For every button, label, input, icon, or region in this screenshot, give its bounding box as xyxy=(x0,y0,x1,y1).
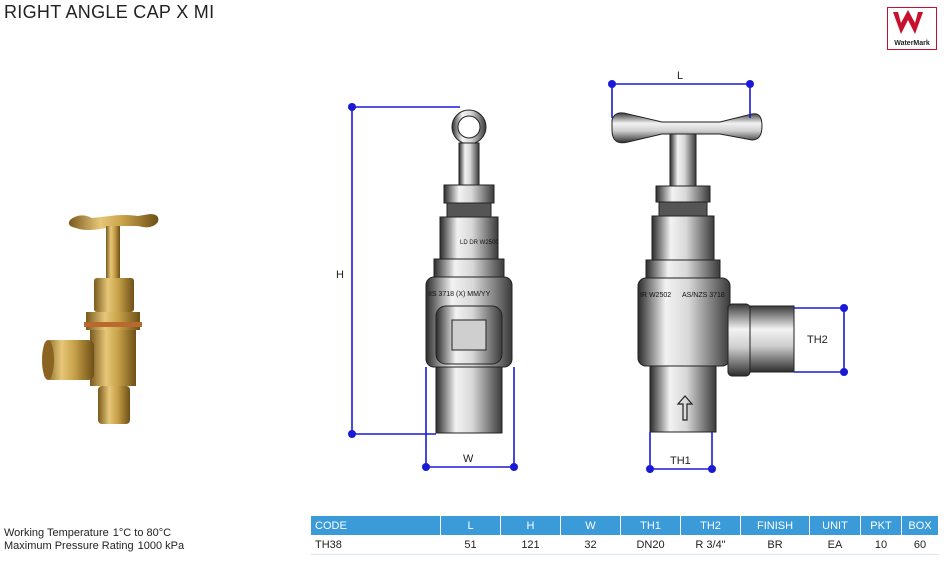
side-view-drawing: LD DR W2500 IIS 3718 (X) MM/YY xyxy=(425,109,513,434)
col-unit: UNIT xyxy=(809,516,861,535)
spec-label: Maximum Pressure Rating xyxy=(4,540,134,552)
col-th1: TH1 xyxy=(620,516,681,535)
table-row: TH38 51 121 32 DN20 R 3/4" BR EA 10 60 xyxy=(311,535,939,555)
watermark-w-icon xyxy=(893,10,923,34)
col-h: H xyxy=(500,516,561,535)
side-top-marking: LD DR W2500 xyxy=(460,240,499,246)
watermark-logo: WaterMark xyxy=(887,7,937,50)
front-view-drawing: IR W2502 AS/NZS 3718 xyxy=(611,112,795,433)
front-band-marking-2: AS/NZS 3718 xyxy=(682,292,725,299)
col-th2: TH2 xyxy=(680,516,741,535)
spec-value: 1°C to 80°C xyxy=(112,527,172,539)
cell-w: 32 xyxy=(560,535,621,555)
dim-label-l: L xyxy=(677,70,683,82)
dim-label-h: H xyxy=(336,269,344,281)
product-spec-table: CODE L H W TH1 TH2 FINISH UNIT PKT BOX T… xyxy=(311,516,939,555)
col-w: W xyxy=(560,516,621,535)
flow-arrow-icon xyxy=(676,395,694,421)
col-code: CODE xyxy=(311,516,441,535)
col-finish: FINISH xyxy=(740,516,810,535)
cell-code: TH38 xyxy=(311,535,441,555)
cell-box: 60 xyxy=(901,535,939,555)
spec-value: 1000 kPa xyxy=(137,540,185,552)
dim-label-w: W xyxy=(463,453,474,465)
cell-th2: R 3/4" xyxy=(680,535,741,555)
cell-h: 121 xyxy=(500,535,561,555)
front-band-marking: IR W2502 xyxy=(640,292,671,299)
cell-th1: DN20 xyxy=(620,535,681,555)
dim-label-th1: TH1 xyxy=(670,455,691,467)
cell-l: 51 xyxy=(440,535,501,555)
col-box: BOX xyxy=(901,516,939,535)
table-header-row: CODE L H W TH1 TH2 FINISH UNIT PKT BOX xyxy=(311,516,939,535)
spec-label: Working Temperature xyxy=(4,527,109,539)
page-title: RIGHT ANGLE CAP X MI xyxy=(4,2,215,22)
side-band-marking: IIS 3718 (X) MM/YY xyxy=(428,291,491,298)
watermark-text: WaterMark xyxy=(894,40,930,47)
col-l: L xyxy=(440,516,501,535)
dim-label-th2: TH2 xyxy=(807,334,828,346)
product-photo xyxy=(42,214,159,424)
technical-drawing: LD DR W2500 IIS 3718 (X) MM/YY IR W2502 … xyxy=(42,70,848,473)
cell-pkt: 10 xyxy=(860,535,902,555)
dimension-lines xyxy=(348,80,848,473)
cell-finish: BR xyxy=(740,535,810,555)
cell-unit: EA xyxy=(809,535,861,555)
col-pkt: PKT xyxy=(860,516,902,535)
